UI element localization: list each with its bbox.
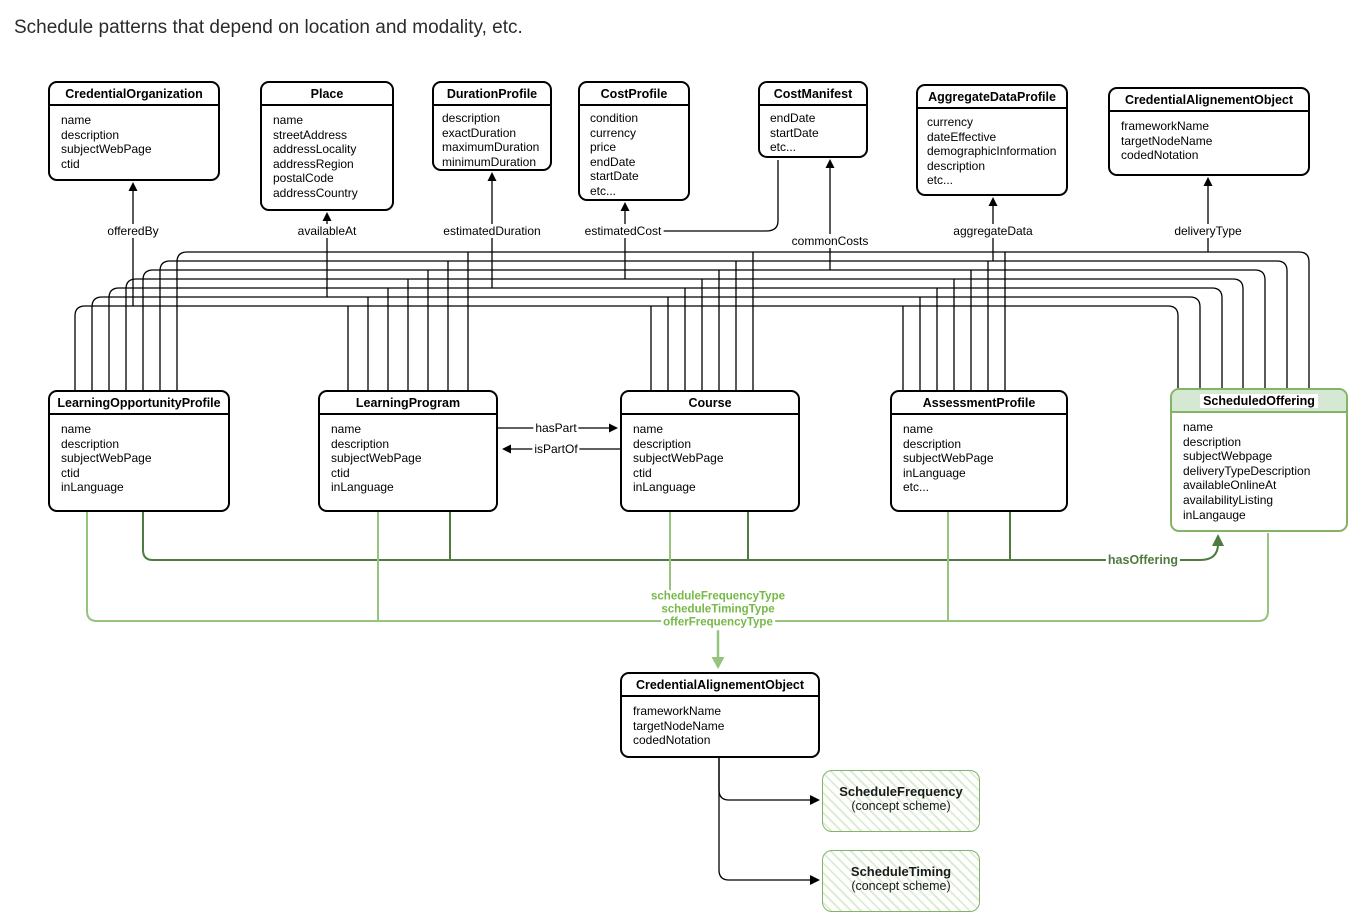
- node-schedule-frequency: ScheduleFrequency (concept scheme): [822, 770, 980, 832]
- label-offerfrequencytype: offerFrequencyType: [661, 616, 775, 630]
- node-title: Course: [622, 392, 798, 415]
- connector-offeredby: [74, 190, 1179, 390]
- node-schedule-timing: ScheduleTiming (concept scheme): [822, 850, 980, 912]
- node-attrs: name description subjectWebPage ctid inL…: [331, 422, 422, 495]
- node-assessment-profile: AssessmentProfile name description subje…: [890, 390, 1068, 512]
- connector-estimatedduration: [108, 180, 1223, 390]
- node-attrs: frameworkName targetNodeName codedNotati…: [633, 704, 725, 748]
- node-learning-opportunity-profile: LearningOpportunityProfile name descript…: [48, 390, 230, 512]
- label-commoncosts: commonCosts: [789, 234, 871, 248]
- connector-conceptschemes: [718, 758, 820, 885]
- label-scheduletimingtype: scheduleTimingType: [659, 603, 777, 617]
- node-title: Place: [262, 83, 392, 106]
- node-attrs: currency dateEffective demographicInform…: [927, 115, 1057, 188]
- node-cost-manifest: CostManifest endDate startDate etc...: [758, 81, 868, 158]
- label-availableat: availableAt: [295, 224, 359, 238]
- label-haspart: hasPart: [533, 421, 579, 435]
- node-attrs: name description subjectWebPage ctid inL…: [633, 422, 724, 495]
- label-aggregatedata: aggregateData: [951, 224, 1035, 238]
- node-attrs: name description subjectWebPage ctid: [61, 113, 152, 171]
- node-aggregate-data-profile: AggregateDataProfile currency dateEffect…: [916, 84, 1068, 196]
- node-title: LearningProgram: [320, 392, 496, 415]
- node-title: CredentialOrganization: [50, 83, 218, 106]
- connector-deliverytype: [176, 185, 1310, 390]
- node-attrs: name description subjectWebpage delivery…: [1183, 420, 1311, 522]
- concept-title: ScheduleTiming: [850, 864, 952, 879]
- arrowheads-top: [128, 159, 1213, 221]
- label-estimatedduration: estimatedDuration: [441, 224, 543, 238]
- node-title: CredentialAlignementObject: [622, 674, 818, 697]
- label-offeredby: offeredBy: [105, 224, 161, 238]
- node-title: AggregateDataProfile: [918, 86, 1066, 109]
- node-credential-alignement-object-bottom: CredentialAlignementObject frameworkName…: [620, 672, 820, 758]
- node-title: CredentialAlignementObject: [1110, 89, 1308, 112]
- label-hasoffering: hasOffering: [1105, 553, 1181, 567]
- node-cost-profile: CostProfile condition currency price end…: [578, 81, 690, 201]
- node-place: Place name streetAddress addressLocality…: [260, 81, 394, 211]
- connector-availableat: [91, 220, 1201, 390]
- node-course: Course name description subjectWebPage c…: [620, 390, 800, 512]
- node-attrs: name description subjectWebPage inLangua…: [903, 422, 994, 495]
- node-credential-organization: CredentialOrganization name description …: [48, 81, 220, 181]
- connector-commoncosts: [142, 167, 1266, 390]
- node-scheduled-offering: ScheduledOffering name description subje…: [1170, 388, 1348, 532]
- node-attrs: condition currency price endDate startDa…: [590, 111, 639, 198]
- node-learning-program: LearningProgram name description subject…: [318, 390, 498, 512]
- node-credential-alignement-object-top: CredentialAlignementObject frameworkName…: [1108, 87, 1310, 176]
- node-attrs: name streetAddress addressLocality addre…: [273, 113, 358, 200]
- node-title: AssessmentProfile: [892, 392, 1066, 415]
- node-title: CostProfile: [580, 83, 688, 106]
- concept-subtitle: (concept scheme): [851, 879, 951, 893]
- node-duration-profile: DurationProfile description exactDuratio…: [432, 81, 552, 171]
- node-title: ScheduledOffering: [1172, 390, 1346, 413]
- page-title: Schedule patterns that depend on locatio…: [14, 17, 523, 38]
- node-attrs: description exactDuration maximumDuratio…: [442, 111, 540, 169]
- node-title: LearningOpportunityProfile: [50, 392, 228, 415]
- connector-hasoffering: [142, 512, 1224, 561]
- label-schedulefrequencytype: scheduleFrequencyType: [649, 590, 787, 604]
- label-estimatedcost: estimatedCost: [582, 224, 664, 238]
- concept-subtitle: (concept scheme): [851, 799, 951, 813]
- node-title: DurationProfile: [434, 83, 550, 106]
- node-attrs: frameworkName targetNodeName codedNotati…: [1121, 119, 1213, 163]
- node-title: CostManifest: [760, 83, 866, 106]
- label-ispartof: isPartOf: [532, 442, 580, 456]
- connector-estimatedcost: [125, 160, 1244, 390]
- concept-title: ScheduleFrequency: [839, 784, 963, 799]
- node-attrs: name description subjectWebPage ctid inL…: [61, 422, 152, 495]
- label-deliverytype: deliveryType: [1172, 224, 1244, 238]
- node-attrs: endDate startDate etc...: [770, 111, 819, 155]
